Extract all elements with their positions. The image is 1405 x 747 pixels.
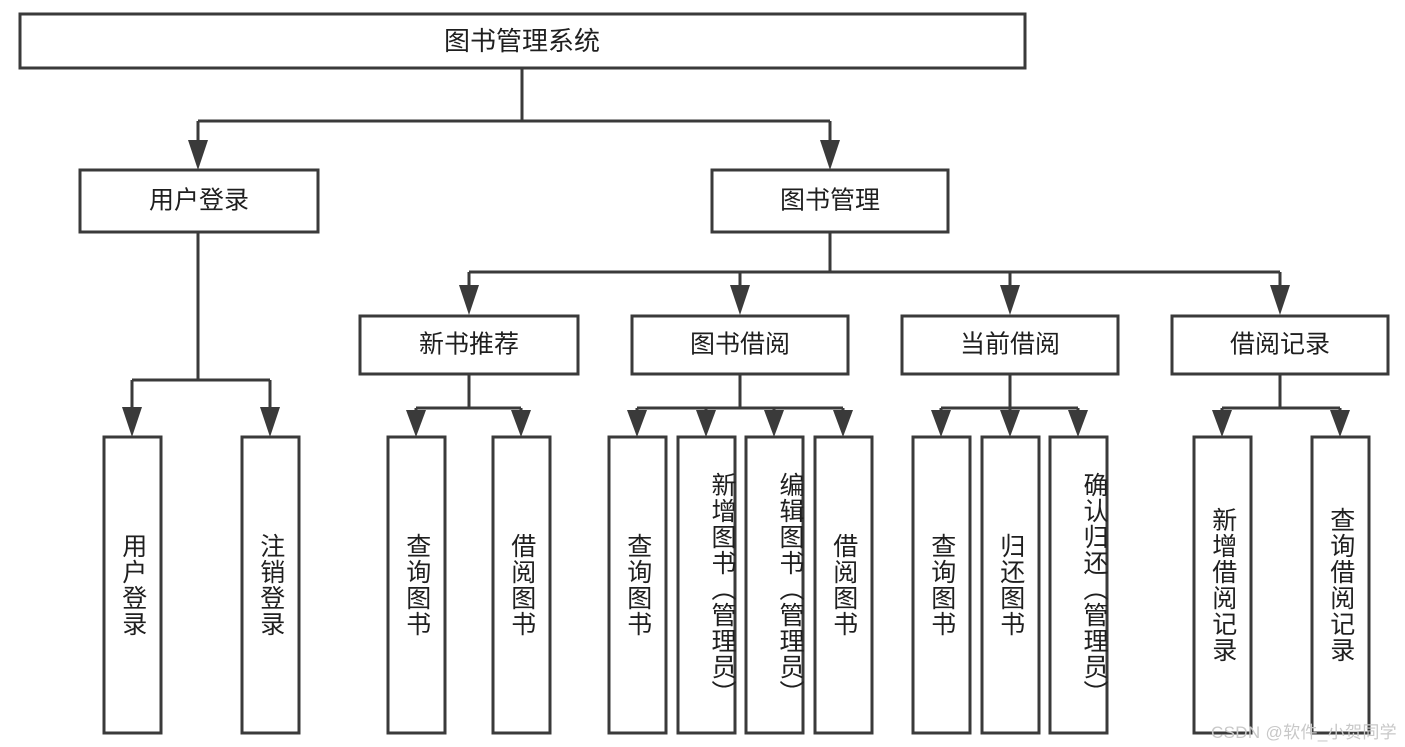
connector-newbook-to-leaves [406,374,531,437]
leaf-box-borrow-book-2[interactable] [813,435,874,735]
node-borrow-record-label: 借阅记录 [1230,331,1330,359]
node-current-borrow-label: 当前借阅 [960,331,1060,359]
leaf-box-query-record[interactable] [1310,435,1371,735]
node-user-login-label: 用户登录 [149,187,249,215]
leaf-box-add-book[interactable] [676,435,737,735]
leaf-box-return-book[interactable] [980,435,1041,735]
node-new-book-rec-label: 新书推荐 [419,331,519,359]
node-current-borrow[interactable]: 当前借阅 [900,314,1120,376]
leaf-box-query-book-3[interactable] [911,435,972,735]
leaf-box-borrow-book-1[interactable] [491,435,552,735]
leaf-box-confirm-return[interactable] [1048,435,1109,735]
leaf-box-add-record[interactable] [1192,435,1253,735]
connector-bookborrow-to-leaves [627,374,853,437]
leaf-box-logout[interactable] [240,435,301,735]
connector-bookmanage-to-level2 [459,232,1290,315]
node-borrow-record[interactable]: 借阅记录 [1170,314,1390,376]
connector-userlogin-to-leaves [122,232,280,437]
node-root[interactable]: 图书管理系统 [18,12,1027,70]
node-new-book-rec[interactable]: 新书推荐 [358,314,580,376]
node-book-borrow[interactable]: 图书借阅 [630,314,850,376]
node-root-label: 图书管理系统 [444,26,600,56]
connector-borrowrecord-to-leaves [1212,374,1350,437]
node-book-manage-label: 图书管理 [780,187,880,215]
connector-currentborrow-to-leaves [931,374,1088,437]
leaf-boxes [102,435,1371,735]
leaf-box-query-book-2[interactable] [607,435,668,735]
leaf-box-user-login[interactable] [102,435,163,735]
node-book-manage[interactable]: 图书管理 [710,168,950,234]
leaf-box-edit-book[interactable] [744,435,805,735]
csdn-watermark: CSDN @软件_小贺同学 [1210,723,1397,742]
node-book-borrow-label: 图书借阅 [690,331,790,359]
connector-root-to-level1 [188,68,840,170]
leaf-box-query-book-1[interactable] [386,435,447,735]
node-user-login[interactable]: 用户登录 [78,168,320,234]
